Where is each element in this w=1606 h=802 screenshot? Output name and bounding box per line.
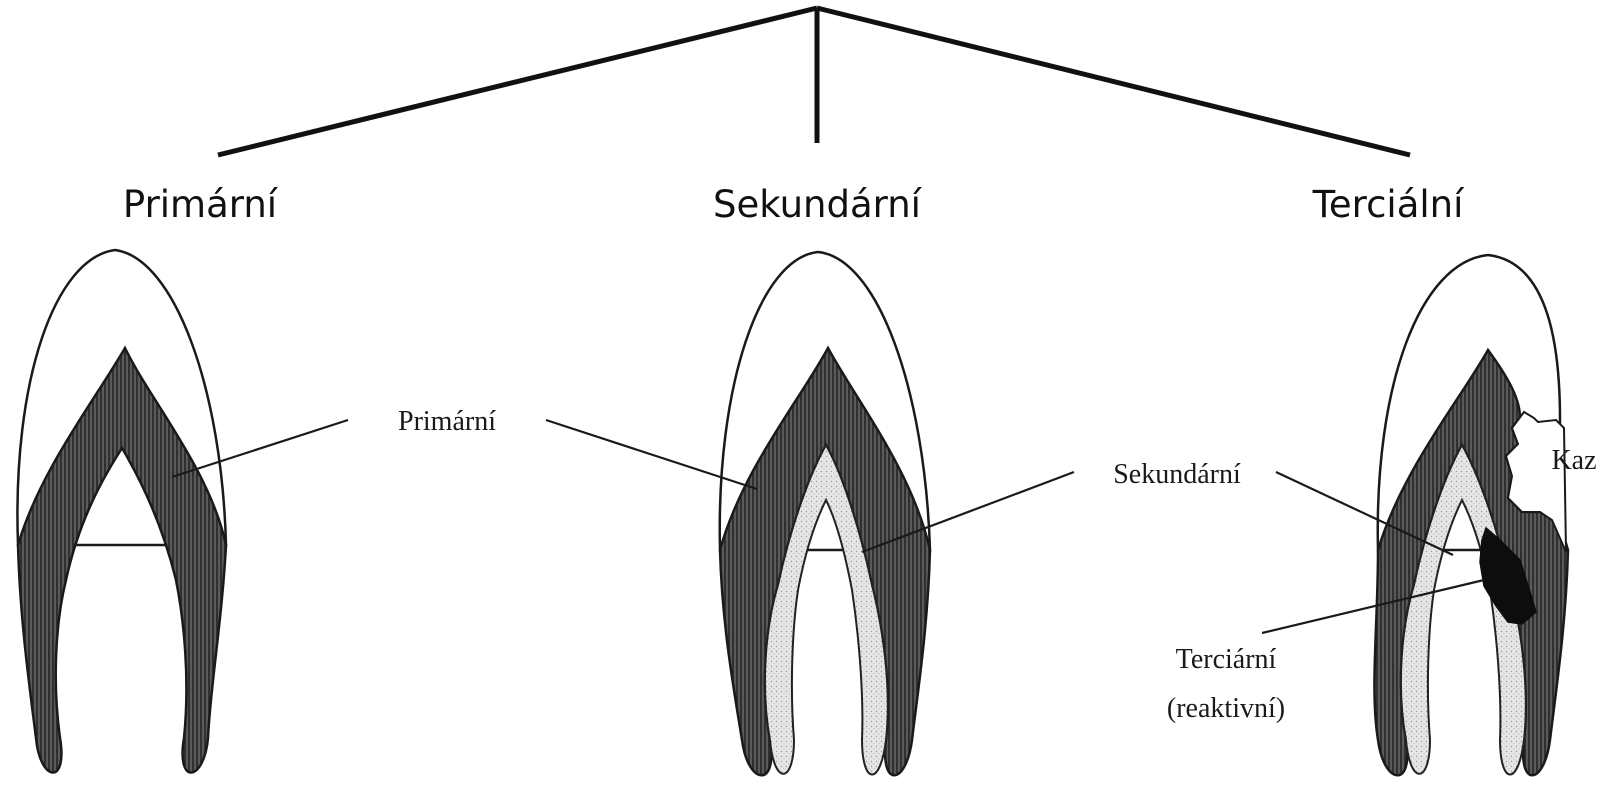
- tooth-primary: [17, 250, 226, 773]
- tooth-secondary: [720, 252, 930, 775]
- label-tertiary-dentin-note: (reaktivní): [1167, 693, 1285, 724]
- leader-tertiary-tooth3: [1262, 580, 1484, 633]
- label-primary-dentin: Primární: [398, 406, 496, 437]
- tree-branch-right: [817, 8, 1410, 155]
- tree-connector: [218, 8, 1410, 155]
- heading-primary: Primární: [123, 183, 279, 226]
- tree-branch-left: [218, 8, 817, 155]
- label-secondary-dentin: Sekundární: [1113, 459, 1241, 490]
- heading-tertiary: Terciální: [1312, 183, 1466, 226]
- label-caries: Kaz: [1551, 445, 1596, 476]
- tooth-tertiary: [1374, 255, 1568, 775]
- heading-secondary: Sekundární: [713, 183, 923, 226]
- label-tertiary-dentin: Terciární: [1176, 644, 1277, 675]
